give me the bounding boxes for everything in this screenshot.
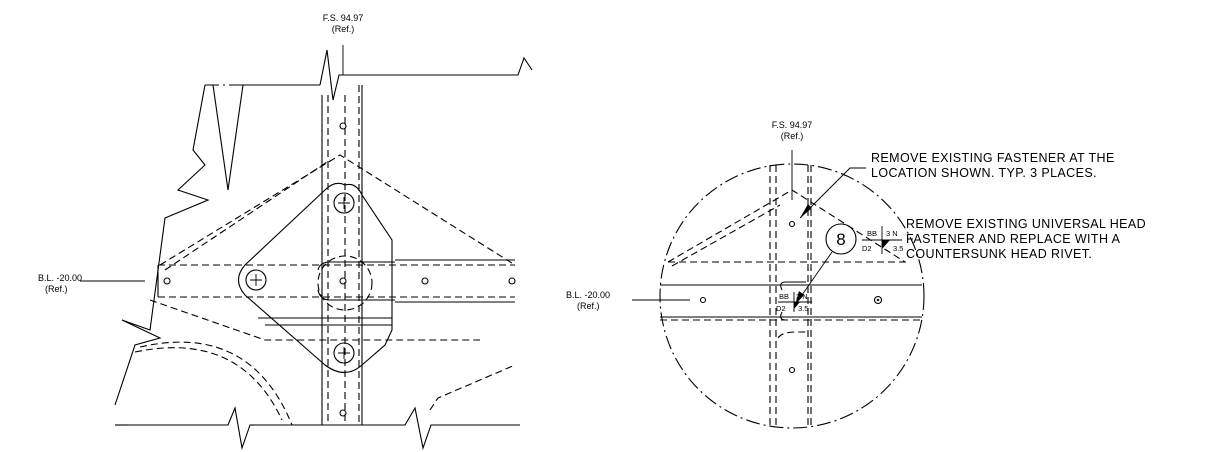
rivet-symbol: BB 3 N D2 3.5	[862, 226, 903, 254]
rivet-symbol-small: BB 3 N D2 3.5	[776, 292, 812, 313]
note-remove-line2: LOCATION SHOWN. TYP. 3 PLACES.	[871, 166, 1097, 180]
left-fs-ref-line2: (Ref.)	[332, 24, 355, 34]
top-break-line	[205, 84, 320, 191]
svg-text:D2: D2	[862, 244, 872, 253]
rivet-left	[245, 269, 267, 291]
svg-text:3 N: 3 N	[796, 292, 808, 301]
fastener-holes	[163, 122, 516, 417]
svg-text:3.5: 3.5	[893, 244, 903, 253]
svg-text:3.5: 3.5	[798, 304, 808, 313]
right-bl-ref-line2: (Ref.)	[577, 301, 600, 311]
bottom-break-line	[115, 406, 520, 451]
left-bl-ref-line1: B.L. -20.00	[38, 273, 82, 283]
detail-circle	[317, 255, 373, 311]
doubler-plate	[237, 182, 393, 374]
left-view: F.S. 94.97 (Ref.) B.L. -20.00 (Ref.)	[38, 13, 533, 451]
detail-view-boundary	[659, 163, 925, 429]
rivet-top	[333, 192, 355, 214]
right-fs-ref-line2: (Ref.)	[781, 131, 804, 141]
right-fs-ref-line1: F.S. 94.97	[772, 120, 813, 130]
callout-8-bubble	[825, 223, 857, 255]
note-replace-line2: FASTENER AND REPLACE WITH A	[906, 232, 1121, 246]
svg-text:3 N: 3 N	[886, 229, 898, 238]
note-remove-line1: REMOVE EXISTING FASTENER AT THE	[871, 151, 1115, 165]
rivet-bottom	[333, 342, 355, 364]
left-bl-ref-line2: (Ref.)	[45, 284, 68, 294]
right-bl-ref-line1: B.L. -20.00	[566, 290, 610, 300]
svg-text:BB: BB	[779, 292, 789, 301]
svg-text:BB: BB	[867, 229, 877, 238]
note-replace-line1: REMOVE EXISTING UNIVERSAL HEAD	[906, 217, 1146, 231]
callout-number: 8	[836, 230, 845, 249]
left-break-outline	[114, 84, 210, 406]
note-replace-line3: COUNTERSUNK HEAD RIVET.	[906, 247, 1092, 261]
svg-text:D2: D2	[776, 304, 786, 313]
right-view: 8 BB 3 N D2 3.5 BB 3 N D2 3.5 F.S. 94.97…	[566, 120, 1146, 429]
left-fs-ref-line1: F.S. 94.97	[323, 13, 364, 23]
